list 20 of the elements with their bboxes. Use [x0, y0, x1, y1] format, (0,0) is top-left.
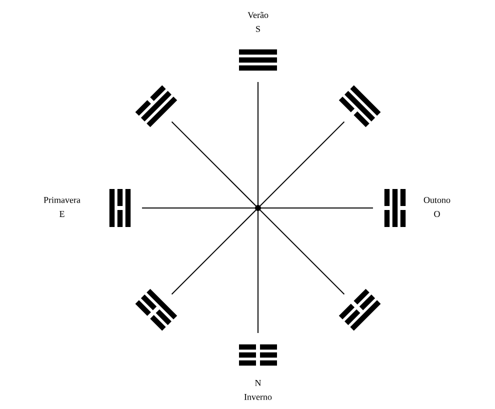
- radial-line: [171, 208, 258, 295]
- direction-label: Primavera: [44, 196, 80, 204]
- trigram-drawing: [135, 288, 178, 331]
- radial-line: [258, 208, 345, 295]
- direction-label: Inverno: [244, 394, 272, 400]
- direction-label: O: [434, 210, 440, 218]
- trigram-drawing: [239, 344, 277, 366]
- direction-label: N: [255, 380, 262, 386]
- direction-label: Verão: [248, 12, 268, 18]
- trigram-drawing: [109, 189, 131, 227]
- direction-label: Outono: [424, 196, 450, 204]
- trigram-drawing: [135, 85, 178, 128]
- radial-line: [171, 121, 258, 208]
- trigram-drawing: [239, 49, 277, 71]
- direction-label: E: [60, 211, 64, 217]
- radial-line: [258, 121, 345, 208]
- trigram-drawing: [338, 85, 381, 128]
- trigram-drawing: [338, 288, 381, 331]
- direction-label: S: [256, 26, 260, 32]
- trigram-drawing: [384, 189, 406, 227]
